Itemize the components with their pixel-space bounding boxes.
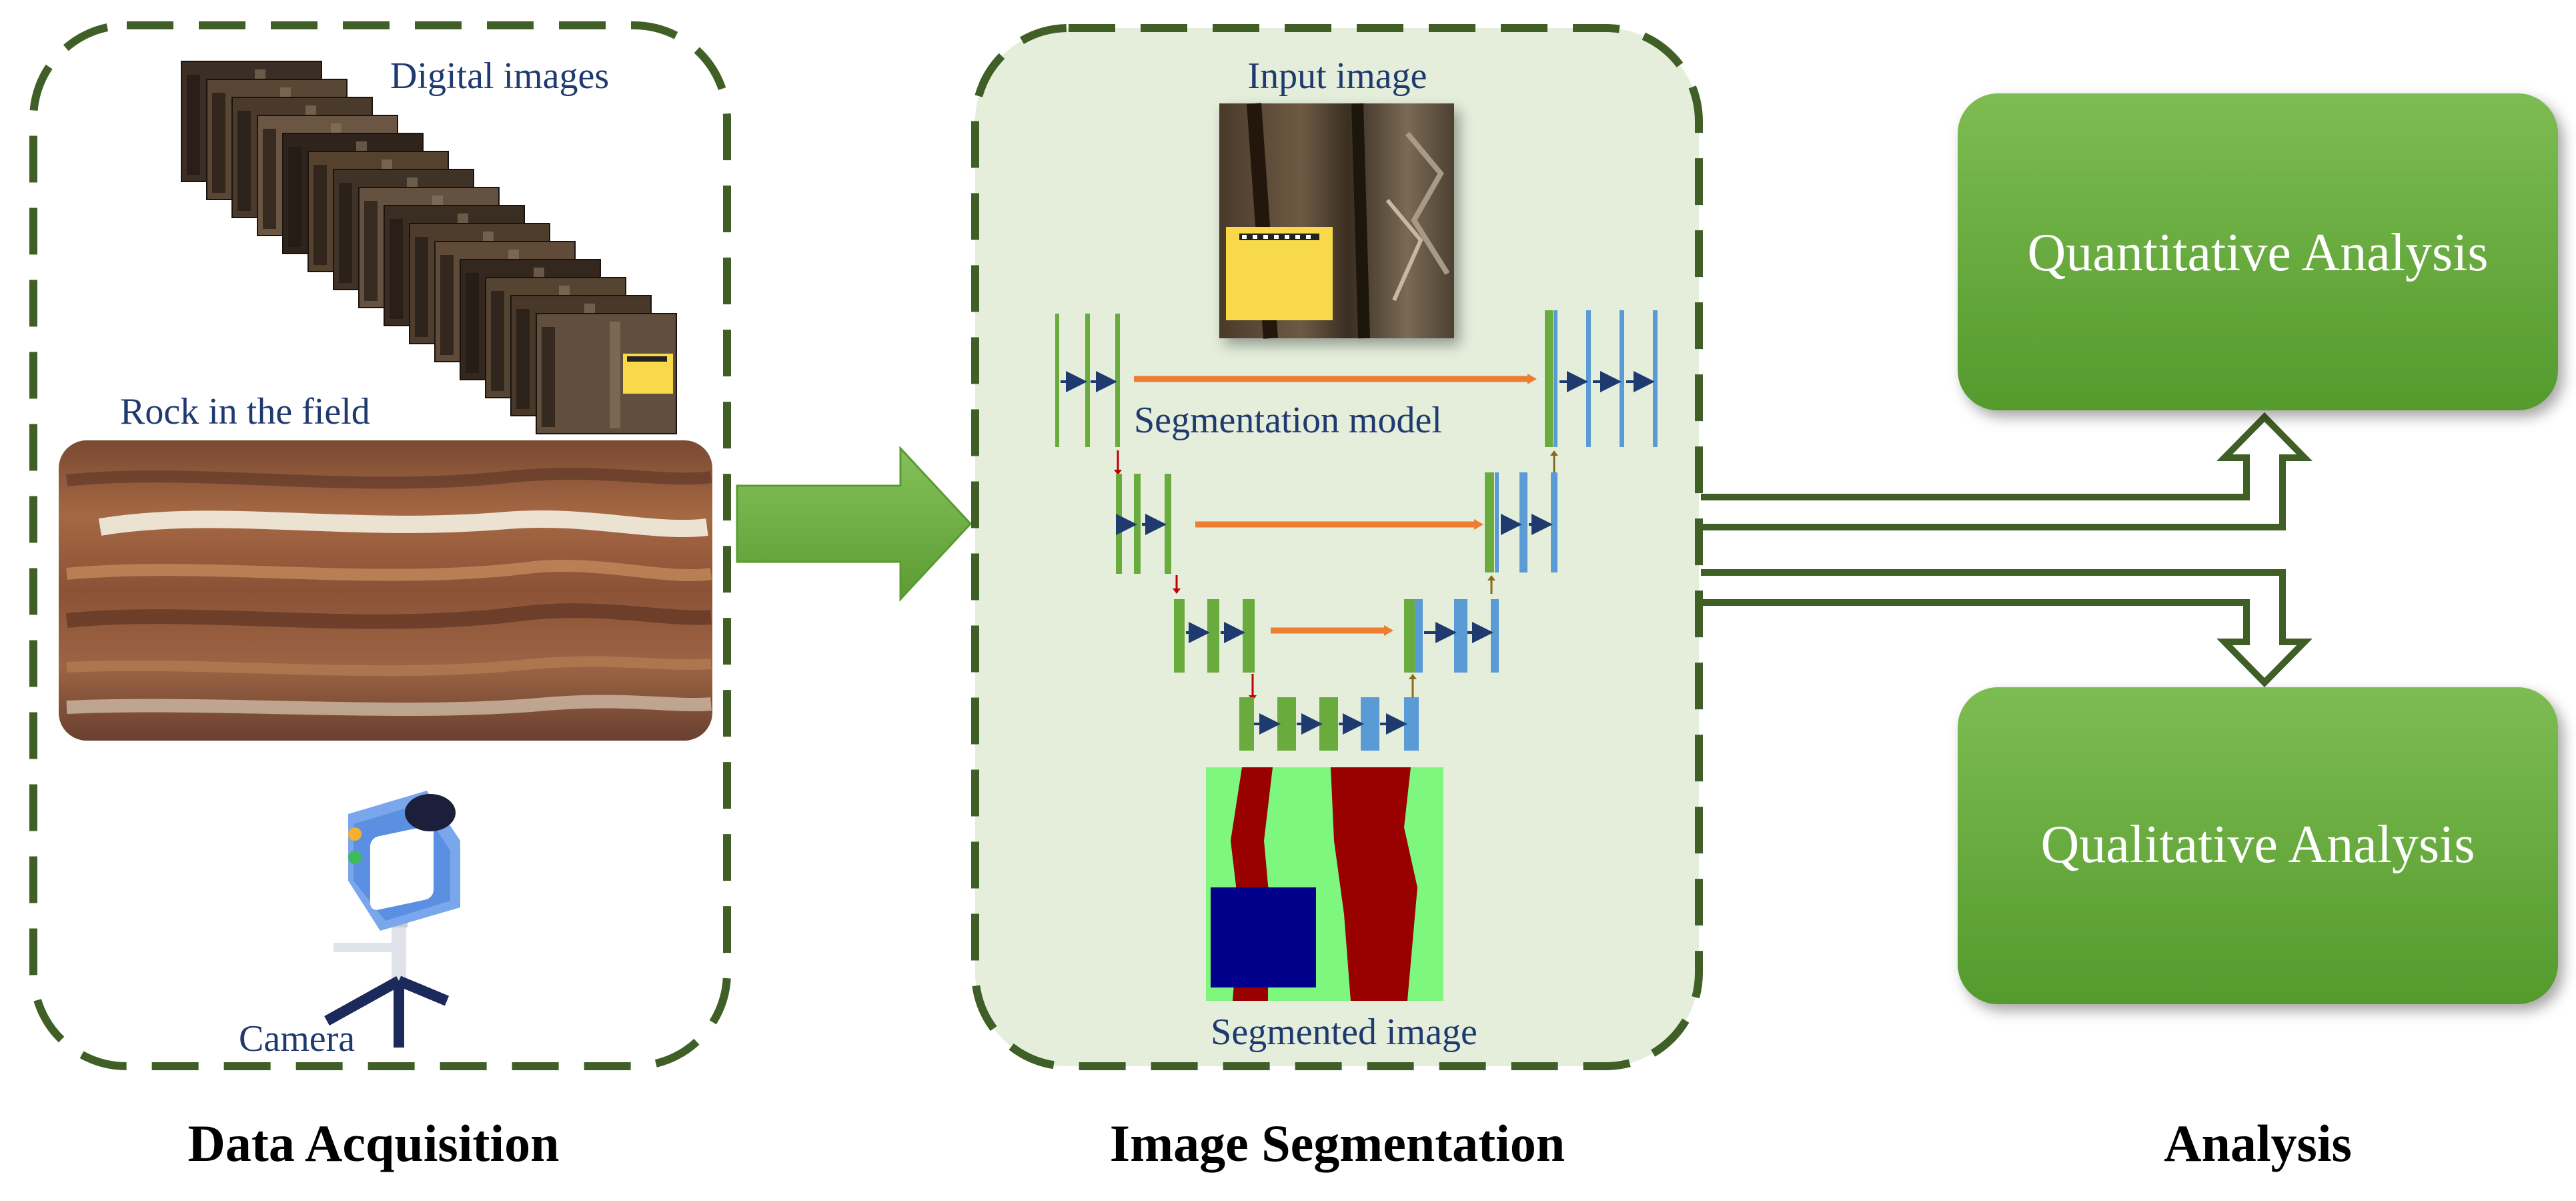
feature-map-block	[1361, 697, 1379, 751]
camera-label: Camera	[239, 1018, 355, 1060]
rock-in-field-label: Rock in the field	[120, 391, 370, 432]
arrow-to-quantitative	[1701, 412, 2313, 530]
input-image	[1219, 103, 1454, 339]
segmented-image	[1206, 767, 1443, 1001]
camera-tripod-icon	[324, 791, 460, 1048]
analysis-panel: Quantitative Analysis Qualitative Analys…	[1958, 93, 2558, 1172]
digital-image-thumbnail	[536, 313, 677, 434]
feature-map-block	[1519, 472, 1527, 572]
feature-map-block	[1415, 599, 1423, 673]
feature-map-block	[1485, 472, 1494, 572]
feature-map-block	[1134, 474, 1141, 574]
segmentation-dashed-border	[971, 24, 1703, 1070]
arrow-to-qualitative	[1701, 569, 2313, 688]
feature-map-block	[1319, 697, 1338, 751]
feature-map-block	[1116, 474, 1122, 574]
feature-map-block	[1495, 472, 1499, 572]
feature-map-block	[1207, 599, 1219, 673]
feature-map-block	[1239, 697, 1254, 751]
feature-map-block	[1404, 599, 1415, 673]
feature-map-block	[1277, 697, 1296, 751]
analysis-title: Analysis	[2164, 1114, 2352, 1172]
feature-map-block	[1454, 599, 1467, 673]
data-acquisition-panel: Digital images Rock in the field	[29, 21, 731, 1172]
qualitative-analysis-box	[1958, 687, 2558, 1004]
feature-map-block	[1055, 314, 1059, 447]
quantitative-analysis-label: Quantitative Analysis	[2027, 224, 2488, 282]
qualitative-analysis-label: Qualitative Analysis	[2040, 815, 2475, 874]
feature-map-block	[1653, 310, 1658, 447]
image-segmentation-panel: Input image Segmentation model S	[971, 24, 1703, 1172]
segmentation-model-architecture	[1055, 310, 1658, 751]
segmentation-model-label: Segmentation model	[1134, 400, 1442, 441]
feature-map-block	[1174, 599, 1185, 673]
feature-map-block	[1551, 472, 1557, 572]
data-acquisition-title: Data Acquisition	[188, 1114, 560, 1172]
quantitative-analysis-box	[1958, 93, 2558, 410]
rock-photo	[59, 440, 712, 741]
feature-map-block	[1404, 697, 1419, 751]
feature-map-block	[1491, 599, 1499, 673]
segmented-image-label: Segmented image	[1211, 1012, 1477, 1053]
image-segmentation-title: Image Segmentation	[1110, 1114, 1565, 1172]
digital-images-stack	[181, 61, 677, 434]
flow-arrow-right	[736, 446, 973, 602]
feature-map-block	[1165, 474, 1171, 574]
feature-map-block	[1586, 310, 1591, 447]
output-arrows	[1701, 412, 2313, 688]
input-image-label: Input image	[1247, 55, 1427, 97]
feature-map-block	[1620, 310, 1624, 447]
feature-map-block	[1243, 599, 1255, 673]
feature-map-block	[1545, 310, 1553, 447]
digital-images-label: Digital images	[390, 55, 609, 97]
feature-map-block	[1115, 314, 1120, 447]
feature-map-block	[1553, 310, 1557, 447]
feature-map-block	[1085, 314, 1090, 447]
acquisition-dashed-border	[29, 21, 731, 1070]
